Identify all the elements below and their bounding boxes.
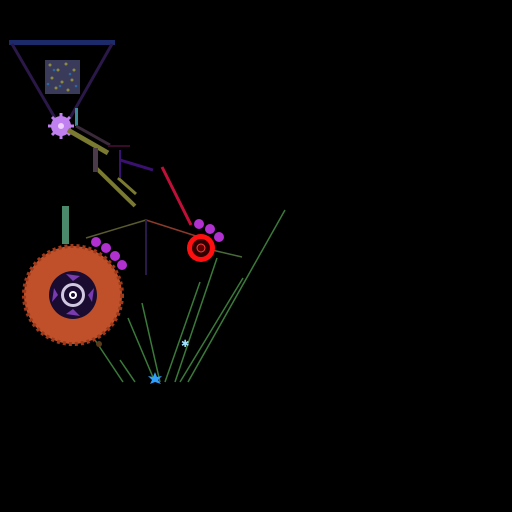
small-gear-hub	[58, 123, 64, 129]
ramp-segment-2	[94, 166, 137, 208]
small-peg	[96, 341, 102, 347]
purple-wire	[119, 158, 154, 172]
red-gear[interactable]	[187, 234, 215, 262]
pivot-lines	[85, 219, 243, 275]
purple-balls-left	[91, 237, 127, 270]
spark: ✱	[148, 339, 189, 384]
spark-star	[148, 372, 162, 384]
hopper[interactable]	[9, 40, 115, 119]
hopper-left-wall	[10, 43, 57, 119]
hopper-right-wall	[68, 43, 114, 119]
hopper-rim	[9, 40, 115, 45]
purple-balls-right	[194, 219, 224, 242]
lever-post	[93, 148, 98, 172]
big-gear-blades	[52, 274, 94, 316]
spark-small: ✱	[181, 339, 189, 350]
small-spinning-gear[interactable]	[48, 113, 74, 139]
ramp-segment-3	[117, 176, 137, 196]
red-pole	[160, 166, 193, 226]
teal-post	[62, 206, 69, 244]
ramp-segment-dark	[75, 124, 111, 147]
small-post	[75, 108, 78, 126]
big-orange-gear[interactable]	[22, 244, 124, 346]
ball-cluster-dots-blue	[46, 68, 78, 88]
ramp-segment-1	[66, 127, 110, 156]
lever-seesaw[interactable]	[93, 145, 154, 178]
olive-ramp[interactable]	[66, 124, 137, 208]
ball-cluster-dots	[48, 62, 76, 92]
red-gear-hub	[196, 243, 206, 253]
green-rail-set	[94, 209, 286, 383]
big-gear-axle-hole	[71, 293, 75, 297]
